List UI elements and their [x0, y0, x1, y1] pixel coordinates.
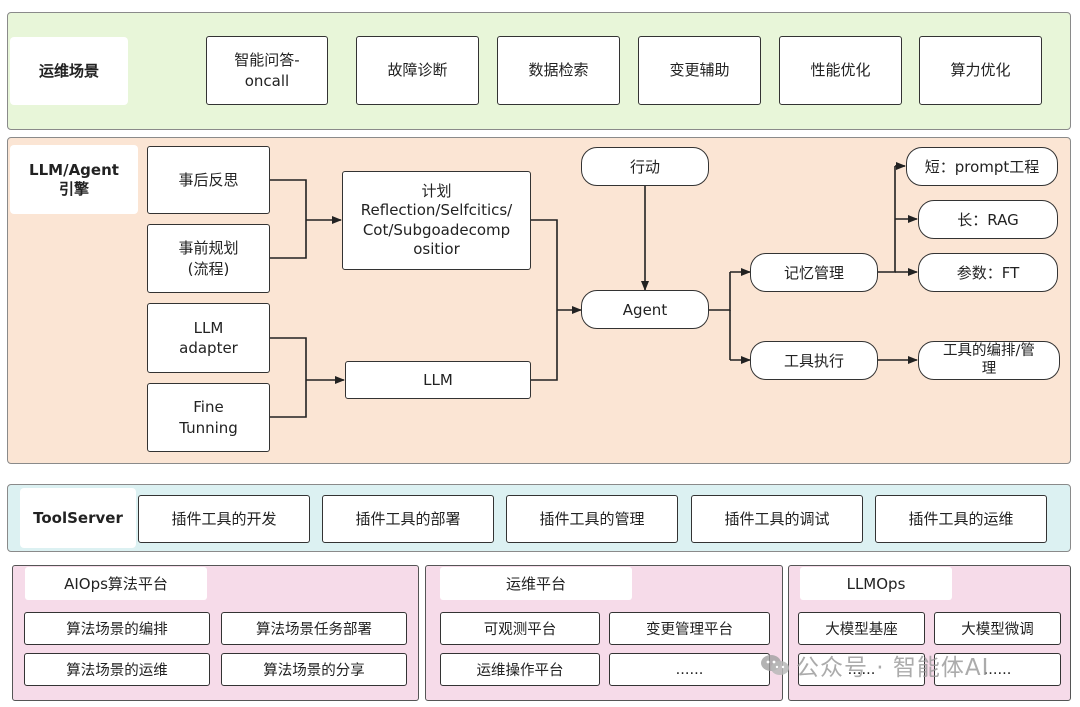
ops-operation: 运维操作平台	[440, 653, 600, 686]
llmops-finetune: 大模型微调	[934, 612, 1061, 645]
watermark: 公众号 · 智能体AI	[760, 648, 989, 682]
toolserver-title: ToolServer	[20, 488, 136, 548]
param-memory-node: 参数：FT	[918, 253, 1058, 292]
tool-debug: 插件工具的调试	[691, 495, 863, 543]
short-memory-node: 短：prompt工程	[906, 147, 1058, 186]
scene-item-change-assist: 变更辅助	[638, 36, 761, 105]
tool-orch-node: 工具的编排/管 理	[918, 341, 1060, 380]
action-node: 行动	[581, 147, 709, 186]
llm-box: LLM	[345, 361, 531, 399]
tool-manage: 插件工具的管理	[506, 495, 678, 543]
engine-title: LLM/Agent 引擎	[10, 145, 138, 214]
scene-item-compute: 算力优化	[919, 36, 1042, 105]
ops-change-mgmt: 变更管理平台	[609, 612, 770, 645]
scene-title: 运维场景	[10, 37, 128, 105]
agent-node: Agent	[581, 290, 709, 329]
scene-item-data-retrieval: 数据检索	[497, 36, 620, 105]
scene-item-performance: 性能优化	[779, 36, 902, 105]
wechat-icon	[761, 655, 789, 675]
scene-item-oncall: 智能问答- oncall	[206, 36, 328, 105]
aiops-orchestrate: 算法场景的编排	[24, 612, 210, 645]
reflect-box: 事后反思	[147, 146, 270, 214]
adapter-box: LLM adapter	[147, 303, 270, 373]
memory-node: 记忆管理	[750, 253, 878, 292]
watermark-text: 公众号 · 智能体AI	[796, 655, 990, 681]
tool-develop: 插件工具的开发	[138, 495, 310, 543]
ops-title: 运维平台	[440, 567, 632, 600]
aiops-ops: 算法场景的运维	[24, 653, 210, 686]
long-memory-node: 长：RAG	[918, 200, 1058, 239]
method-box: 计划 Reflection/Selfcitics/ Cot/Subgoadeco…	[342, 171, 531, 270]
tool-ops: 插件工具的运维	[875, 495, 1047, 543]
scene-item-fault-diagnosis: 故障诊断	[356, 36, 479, 105]
llmops-title: LLMOps	[800, 567, 952, 600]
ops-observability: 可观测平台	[440, 612, 600, 645]
llmops-more-1: ......	[798, 653, 925, 686]
tool-exec-node: 工具执行	[750, 341, 878, 380]
tool-deploy: 插件工具的部署	[322, 495, 494, 543]
ops-more: ......	[609, 653, 770, 686]
aiops-deploy: 算法场景任务部署	[221, 612, 407, 645]
llmops-base: 大模型基座	[798, 612, 925, 645]
aiops-title: AIOps算法平台	[25, 567, 207, 600]
llmops-more-2: ......	[934, 653, 1061, 686]
finetune-box: Fine Tunning	[147, 383, 270, 452]
plan-box: 事前规划 (流程)	[147, 224, 270, 293]
aiops-share: 算法场景的分享	[221, 653, 407, 686]
